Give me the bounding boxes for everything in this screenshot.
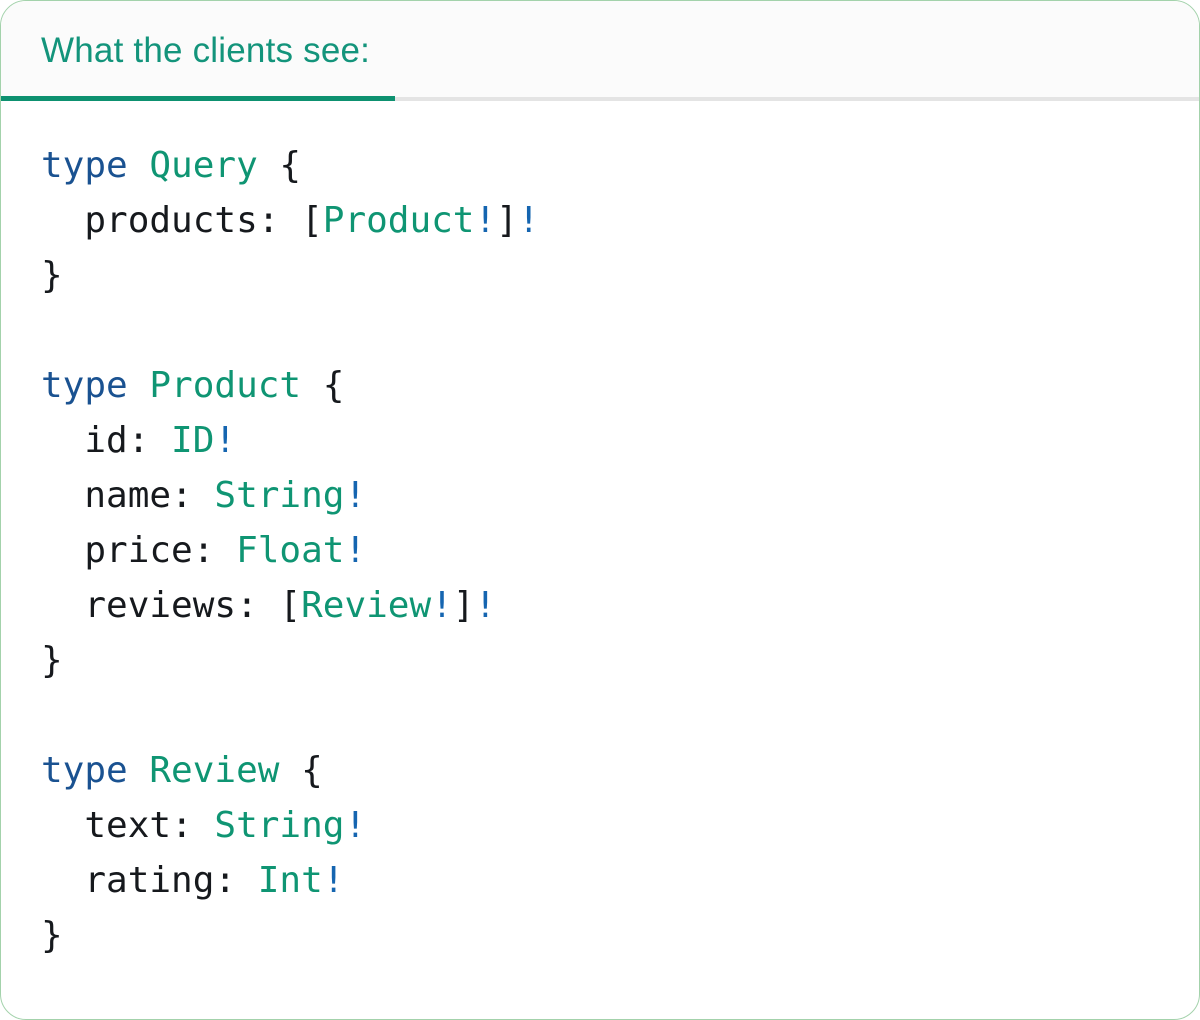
code-line: type Review {: [41, 743, 1159, 798]
code-line: reviews: [Review!]!: [41, 578, 1159, 633]
code-token: Float: [236, 530, 345, 571]
code-token: name:: [41, 475, 215, 516]
code-token: }: [41, 915, 63, 956]
code-token: ]: [452, 585, 475, 626]
code-token: id:: [41, 420, 172, 461]
active-tab-underline: [1, 96, 395, 101]
tab-bar: What the clients see:: [1, 1, 1199, 101]
code-token: Int: [257, 860, 323, 901]
code-line: }: [41, 633, 1159, 688]
code-token: String: [214, 475, 345, 516]
code-token: {: [279, 750, 323, 791]
code-token: text:: [41, 805, 215, 846]
code-token: !: [474, 200, 497, 241]
code-line: [41, 303, 1159, 358]
code-token: rating:: [41, 860, 258, 901]
code-line: type Product {: [41, 358, 1159, 413]
code-line: price: Float!: [41, 523, 1159, 578]
code-token: String: [214, 805, 345, 846]
code-token: Review: [301, 585, 432, 626]
code-token: {: [301, 365, 345, 406]
code-token: price:: [41, 530, 237, 571]
code-token: !: [344, 805, 367, 846]
code-token: ID: [171, 420, 215, 461]
code-token: !: [214, 420, 237, 461]
code-token: !: [322, 860, 345, 901]
code-line: }: [41, 248, 1159, 303]
code-line: rating: Int!: [41, 853, 1159, 908]
code-token: !: [344, 475, 367, 516]
code-token: type: [41, 365, 150, 406]
code-token: }: [41, 255, 63, 296]
code-token: type: [41, 145, 150, 186]
code-token: }: [41, 640, 63, 681]
code-token: Product: [322, 200, 475, 241]
code-token: type: [41, 750, 150, 791]
code-line: name: String!: [41, 468, 1159, 523]
code-line: products: [Product!]!: [41, 193, 1159, 248]
code-token: !: [431, 585, 453, 626]
code-token: !: [474, 585, 497, 626]
code-token: !: [517, 200, 540, 241]
tab-what-clients-see[interactable]: What the clients see:: [41, 31, 370, 71]
code-token: Review: [149, 750, 280, 791]
code-token: {: [257, 145, 302, 186]
schema-code-block: type Query { products: [Product!]!}type …: [1, 101, 1199, 963]
code-line: text: String!: [41, 798, 1159, 853]
code-line: }: [41, 908, 1159, 963]
code-line: [41, 688, 1159, 743]
tab-label: What the clients see:: [41, 31, 371, 70]
code-token: products: [: [41, 200, 323, 241]
tab-divider: [1, 97, 1199, 101]
code-token: !: [344, 530, 367, 571]
code-token: ]: [496, 200, 518, 241]
code-line: type Query {: [41, 138, 1159, 193]
code-token: Query: [149, 145, 258, 186]
code-token: Product: [149, 365, 302, 406]
code-token: reviews: [: [41, 585, 302, 626]
code-line: id: ID!: [41, 413, 1159, 468]
